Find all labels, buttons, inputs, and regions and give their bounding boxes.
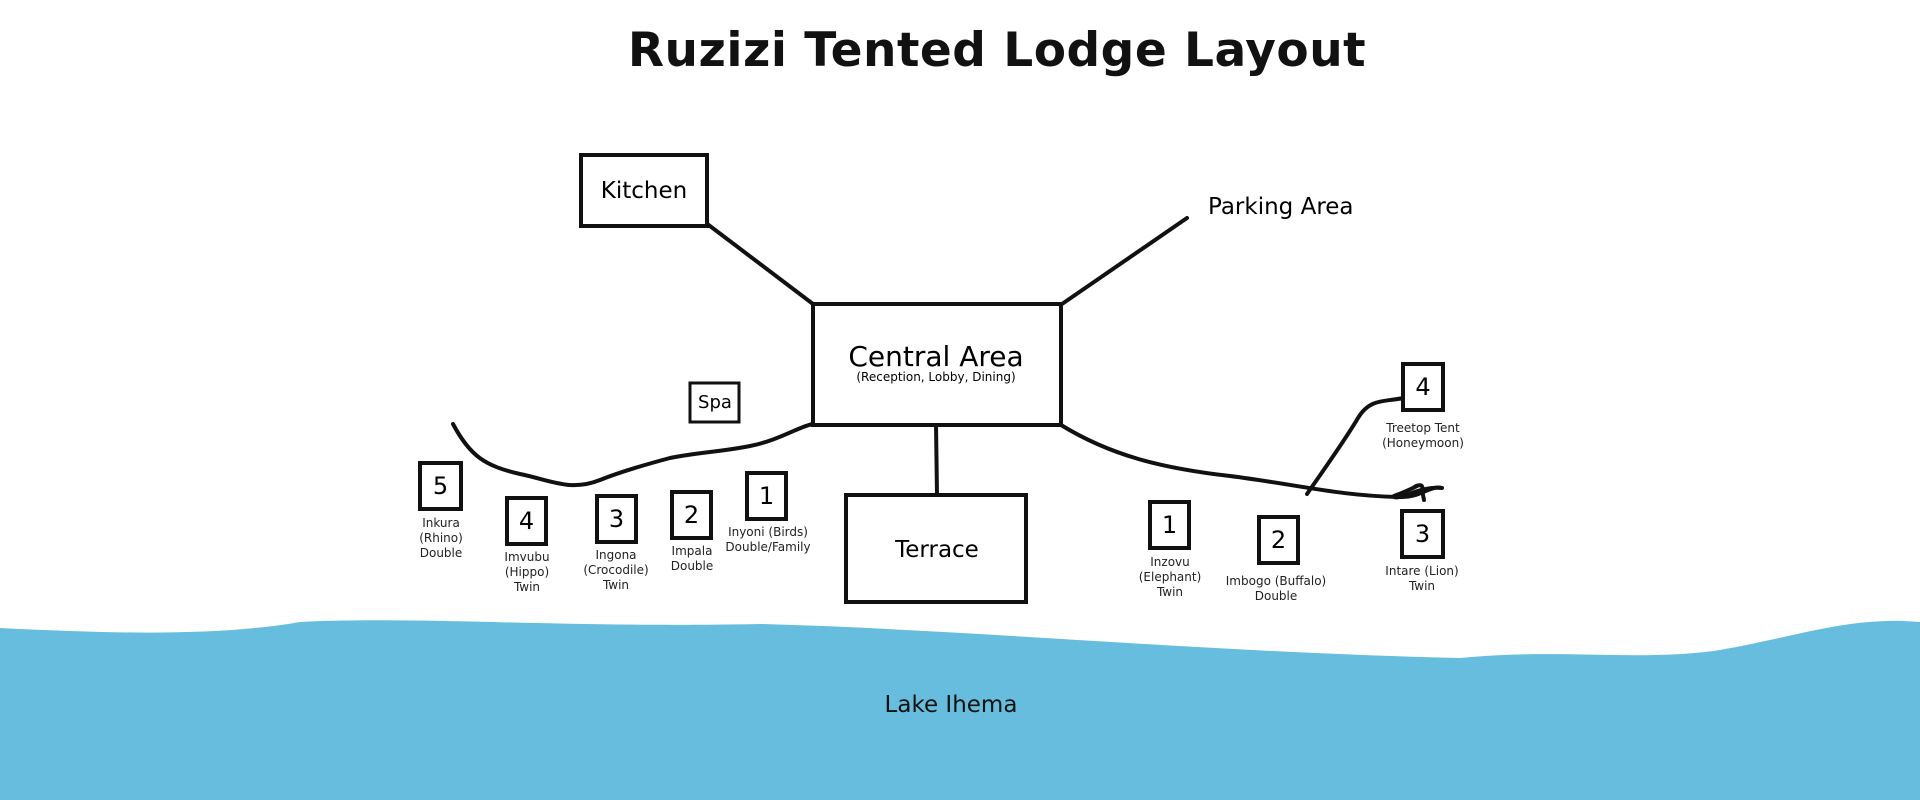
- west-tent-number: 1: [759, 482, 774, 510]
- west-tent-number: 3: [609, 505, 624, 533]
- east-tent-label-line: Intare (Lion): [1385, 564, 1458, 578]
- central-area-building: [811, 302, 1063, 427]
- east-tent-label-line: (Elephant): [1139, 570, 1202, 584]
- west-tent-label-line: Double/Family: [725, 540, 810, 554]
- path-west-tents: [451, 422, 815, 488]
- spa-label: Spa: [698, 392, 732, 413]
- west-tent-box: [670, 490, 713, 540]
- east-tent-label-line: Twin: [1408, 579, 1435, 593]
- east-tent-box: [1401, 362, 1445, 412]
- west-tent-number: 2: [684, 501, 699, 529]
- path-east-spur: [1392, 483, 1426, 502]
- east-tent-box: [1257, 515, 1300, 565]
- west-tent-box: [418, 461, 463, 511]
- west-tent-label-line: Inkura: [422, 516, 460, 530]
- tents-layer: 5Inkura(Rhino)Double4Imvubu(Hippo)Twin3I…: [418, 362, 1464, 603]
- map-title: Ruzizi Tented Lodge Layout: [628, 23, 1366, 78]
- central-area-label: Central Area: [848, 340, 1023, 373]
- path-parking-central: [1060, 216, 1189, 306]
- west-tent-label-line: (Rhino): [419, 531, 463, 545]
- east-tent-number: 3: [1415, 520, 1430, 548]
- terrace-label: Terrace: [894, 537, 979, 563]
- west-tent-label-line: Double: [671, 559, 714, 573]
- east-tent-label-line: Imbogo (Buffalo): [1226, 574, 1326, 588]
- west-tent-label-line: Impala: [672, 544, 713, 558]
- east-tent-label-line: Treetop Tent: [1385, 421, 1460, 435]
- west-tent-box: [505, 496, 548, 546]
- west-tent-label-line: Imvubu: [504, 550, 549, 564]
- terrace-building: [844, 493, 1028, 604]
- east-tent-number: 2: [1271, 526, 1286, 554]
- west-tent-number: 5: [433, 472, 448, 500]
- kitchen-building: [579, 153, 709, 228]
- parking-label: Parking Area: [1208, 194, 1354, 220]
- west-tent-box: [595, 494, 638, 544]
- west-tent-label-line: Double: [420, 546, 463, 560]
- east-tent-label-line: Twin: [1156, 585, 1183, 599]
- central-area-sublabel: (Reception, Lobby, Dining): [856, 370, 1015, 384]
- east-tent-label-line: Inzovu: [1150, 555, 1190, 569]
- kitchen-label: Kitchen: [601, 178, 687, 204]
- east-tent-label-line: Double: [1255, 589, 1298, 603]
- west-tent-label-line: Twin: [602, 578, 629, 592]
- path-east-tents: [1059, 423, 1444, 500]
- path-kitchen-central: [704, 221, 815, 306]
- east-tent-number: 4: [1415, 373, 1430, 401]
- west-tent-box: [745, 471, 788, 521]
- path-central-terrace: [934, 422, 939, 498]
- west-tent-label-line: Inyoni (Birds): [728, 525, 808, 539]
- west-tent-number: 4: [519, 507, 534, 535]
- east-tent-box: [1148, 500, 1191, 550]
- spa-building: [688, 381, 741, 424]
- lake-label: Lake Ihema: [885, 692, 1018, 718]
- west-tent-label-line: Twin: [513, 580, 540, 594]
- lake-shape: [0, 620, 1920, 800]
- east-tent-label-line: (Honeymoon): [1382, 436, 1464, 450]
- west-tent-label-line: (Crocodile): [583, 563, 648, 577]
- west-tent-label-line: Ingona: [595, 548, 636, 562]
- east-tent-box: [1400, 509, 1445, 559]
- west-tent-label-line: (Hippo): [505, 565, 549, 579]
- path-treetop: [1305, 396, 1405, 496]
- east-tent-number: 1: [1162, 511, 1177, 539]
